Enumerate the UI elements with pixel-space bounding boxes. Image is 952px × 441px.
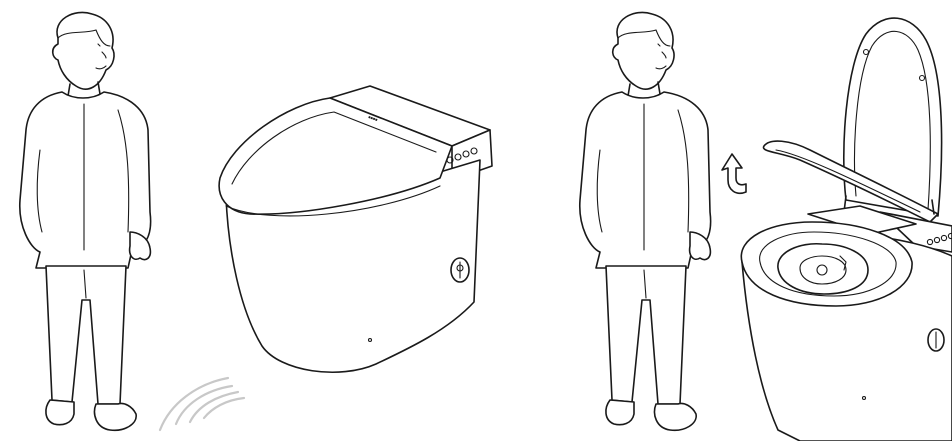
toilet-open [741,18,952,441]
person-figure-left [20,12,151,430]
rotate-arrow-icon [722,154,746,193]
person-figure-right [580,12,711,430]
sensor-wave-icon [160,378,244,430]
toilet-closed: ■■■■ [219,86,492,372]
